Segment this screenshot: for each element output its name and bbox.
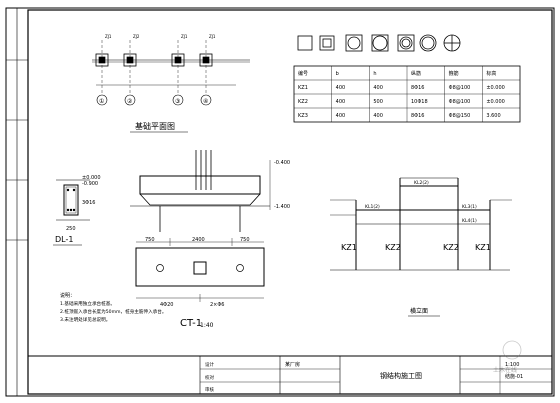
table-cell: ±0.000 bbox=[486, 99, 505, 105]
plan-pile-cap: ③ ZJ1 bbox=[171, 34, 188, 106]
table-cell: Φ8@150 bbox=[449, 113, 471, 119]
beam-level: -0.900 bbox=[82, 181, 98, 187]
table-header-cell: b bbox=[336, 71, 339, 77]
cap-caption: CT-1 bbox=[180, 318, 202, 329]
table-cell: KZ1 bbox=[298, 85, 308, 91]
plan-pile-cap: ④ ZJ1 bbox=[199, 34, 216, 106]
beam-section: -0.900 ±0.000 3Φ16 250 DL-1 bbox=[53, 175, 101, 246]
tb-project: 某厂房 bbox=[285, 361, 300, 368]
table-header-cell: 纵筋 bbox=[411, 70, 421, 77]
plan-pile-cap: ① ZJ1 bbox=[95, 34, 112, 106]
elev-col-1: KZ1 bbox=[341, 243, 357, 252]
grid-axis-label: ③ bbox=[175, 98, 180, 105]
grid-axis-bubble bbox=[200, 94, 212, 106]
table-cell: 8Φ16 bbox=[411, 85, 424, 91]
tb-drawing-name: 钢结构施工图 bbox=[380, 371, 422, 380]
elev-beam-1: KL1(2) bbox=[365, 204, 380, 210]
elev-col-4: KZ1 bbox=[475, 243, 491, 252]
elevation-caption: 横立面 bbox=[410, 307, 428, 315]
table-cell: KZ2 bbox=[298, 99, 308, 105]
pile-cap-elevation bbox=[130, 150, 271, 232]
notes-title: 说明： bbox=[60, 292, 75, 299]
table-cell: 3.600 bbox=[486, 113, 500, 119]
table-cell: 10Φ18 bbox=[411, 99, 428, 105]
foundation-plan: ① ZJ1 ② ZJ2 ③ ZJ1 ④ ZJ1 基础平面图 bbox=[92, 34, 250, 133]
note-line-1: 1.基础采用独立承台桩基。 bbox=[60, 300, 115, 307]
cap-scale: 1:40 bbox=[200, 322, 214, 329]
title-block bbox=[27, 355, 553, 395]
cap-dim-left: 750 bbox=[145, 237, 155, 243]
elevation-labels: KZ1 KZ2 KZ2 KZ1 KL1(2) KL2(2) KL3(1) KL4… bbox=[341, 180, 491, 317]
table-cell: 400 bbox=[336, 85, 346, 91]
elev-col-2: KZ2 bbox=[385, 243, 401, 252]
table-cell: Φ8@100 bbox=[449, 85, 471, 91]
grid-axis-label: ④ bbox=[203, 98, 208, 105]
watermark: 土木在线 bbox=[493, 340, 522, 374]
note-line-2: 2.桩顶嵌入承台长度为50mm，桩身主筋伸入承台。 bbox=[60, 308, 166, 315]
elev-beam-2: KL2(2) bbox=[414, 180, 429, 186]
table-cell: 400 bbox=[373, 113, 383, 119]
watermark-text: 土木在线 bbox=[493, 366, 517, 374]
binding-strip bbox=[6, 8, 28, 396]
inner-frame bbox=[27, 9, 553, 395]
cap-bars-right: 2×Φ6 bbox=[210, 302, 225, 308]
elev-beam-3: KL3(1) bbox=[462, 204, 477, 210]
grid-axis-label: ① bbox=[99, 98, 104, 105]
table-cell: KZ3 bbox=[298, 113, 308, 119]
table-header-cell: 箍筋 bbox=[449, 70, 459, 77]
notes-block: 说明： 1.基础采用独立承台桩基。 2.桩顶嵌入承台长度为50mm，桩身主筋伸入… bbox=[60, 292, 166, 323]
tb-designer: 设计 bbox=[205, 361, 214, 368]
table-cell: 400 bbox=[336, 113, 346, 119]
pile-cap-plan bbox=[135, 238, 265, 302]
frame-elevation bbox=[330, 177, 512, 271]
note-line-3: 3.未注明处详见总说明。 bbox=[60, 316, 110, 323]
elev-col-3: KZ2 bbox=[443, 243, 459, 252]
plan-mark: ZJ1 bbox=[209, 34, 216, 39]
table-cell: 400 bbox=[373, 85, 383, 91]
elev-beam-4: KL4(1) bbox=[462, 218, 477, 224]
tb-checker: 校对 bbox=[205, 374, 214, 381]
table-cell: 8Φ16 bbox=[411, 113, 424, 119]
tb-approver: 审核 bbox=[205, 386, 214, 393]
cap-bars-left: 4Φ20 bbox=[160, 302, 173, 308]
table-header-cell: h bbox=[373, 71, 376, 77]
outer-frame bbox=[5, 7, 555, 397]
tb-scale: 1:100 bbox=[505, 362, 519, 368]
beam-top-level: ±0.000 bbox=[82, 175, 101, 181]
beam-caption: DL-1 bbox=[55, 235, 73, 244]
plan-mark: ZJ1 bbox=[181, 34, 188, 39]
cap-dim-right: 750 bbox=[240, 237, 250, 243]
grid-axis-bubble bbox=[124, 94, 136, 106]
grid-axis-label: ② bbox=[127, 98, 133, 105]
cap-level-1: -0.400 bbox=[274, 160, 290, 166]
grid-axis-bubble bbox=[96, 94, 108, 106]
table-cell: 400 bbox=[336, 99, 346, 105]
table-cell: ±0.000 bbox=[486, 85, 505, 91]
table-header-cell: 编号 bbox=[298, 70, 308, 77]
plan-mark: ZJ2 bbox=[133, 34, 140, 39]
beam-bottom-bars: 3Φ16 bbox=[82, 200, 95, 206]
beam-width: 250 bbox=[66, 226, 76, 232]
tb-sheet-no: 结施-01 bbox=[505, 373, 523, 380]
column-section-symbols bbox=[297, 34, 461, 52]
table-cell: Φ8@100 bbox=[449, 99, 471, 105]
table-cell: 500 bbox=[373, 99, 383, 105]
cap-dim-middle: 2400 bbox=[192, 237, 205, 243]
grid-axis-bubble bbox=[172, 94, 184, 106]
plan-title: 基础平面图 bbox=[135, 121, 175, 131]
table-header-cell: 标高 bbox=[486, 70, 496, 77]
plan-pile-cap: ② ZJ2 bbox=[123, 34, 140, 106]
plan-mark: ZJ1 bbox=[105, 34, 112, 39]
cap-level-2: -1.400 bbox=[274, 204, 290, 210]
